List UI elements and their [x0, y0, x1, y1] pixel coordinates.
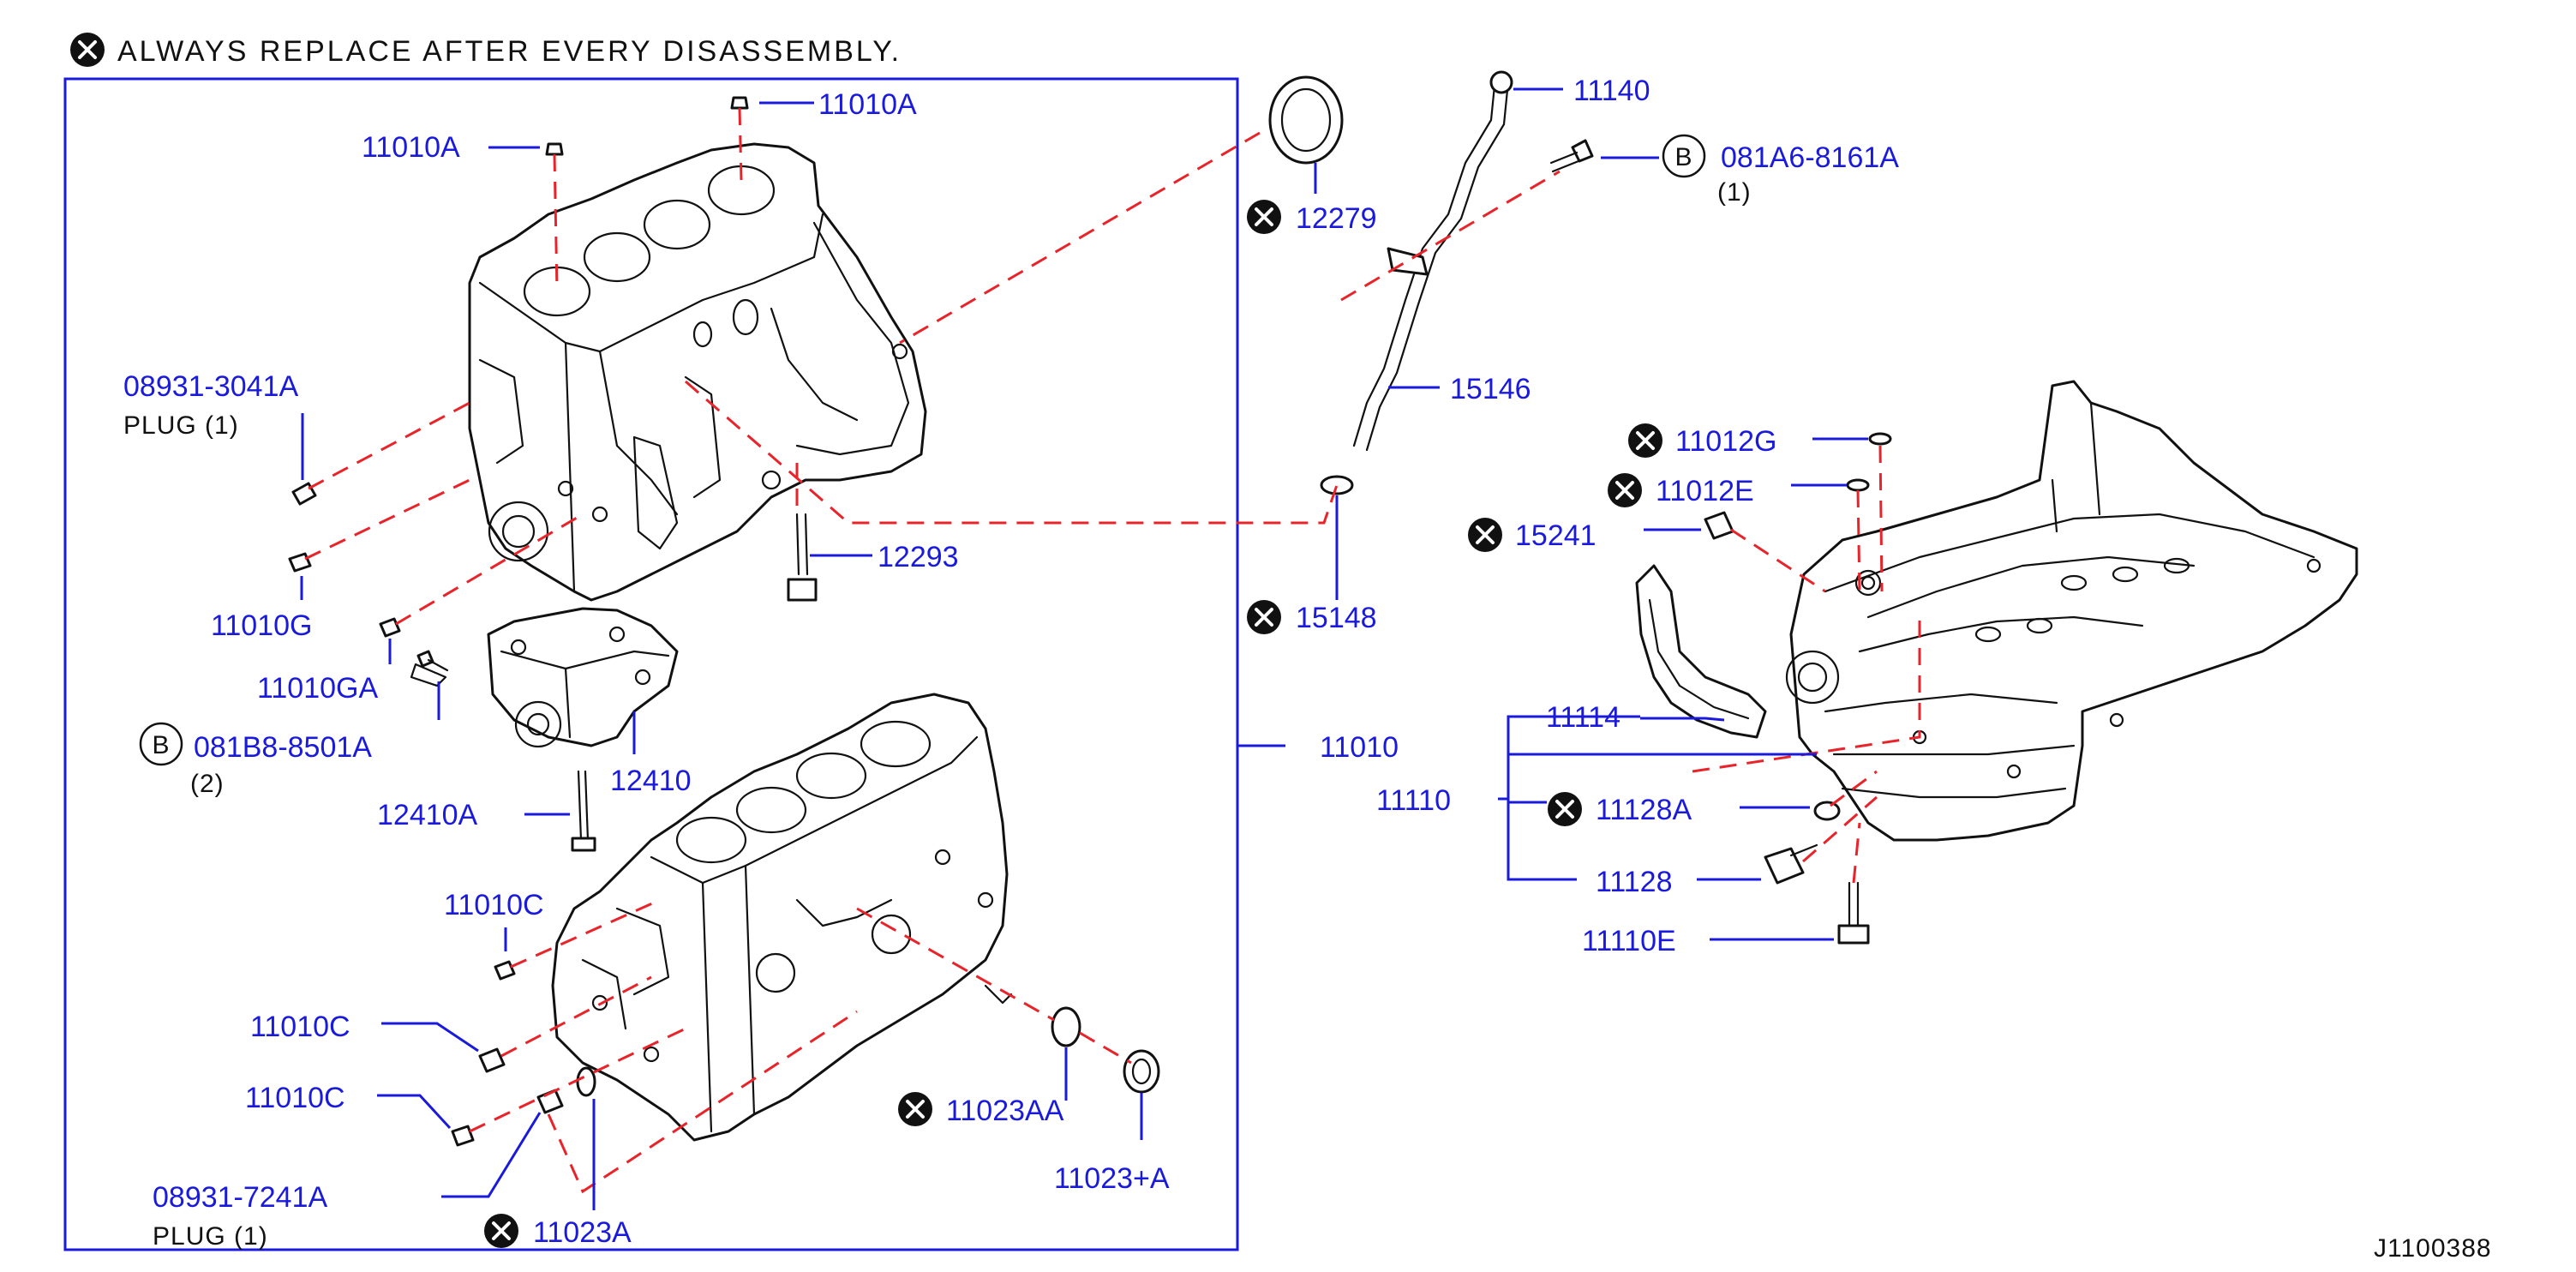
label-qty-2: (2): [190, 770, 225, 798]
x-circle-icon: [1626, 422, 1664, 459]
assembly-lines: [304, 107, 1921, 1194]
label-11010ga: 11010GA: [257, 672, 378, 705]
label-11023a: 11023A: [533, 1216, 632, 1249]
label-08931-3041a: 08931-3041A: [123, 370, 299, 403]
label-11010: 11010: [1320, 731, 1399, 764]
upper-cylinder-block-drawing: [468, 142, 927, 602]
label-11023-plus-a: 11023+A: [1054, 1162, 1170, 1195]
label-11140: 11140: [1573, 75, 1650, 107]
label-11110e: 11110E: [1582, 925, 1676, 957]
label-11012e: 11012E: [1656, 475, 1754, 507]
b-marker-text: B: [152, 731, 170, 759]
label-12279: 12279: [1296, 202, 1377, 235]
x-circle-icon: [1606, 471, 1644, 509]
label-11010a-top: 11010A: [818, 88, 917, 121]
b-marker-text: B: [1674, 143, 1692, 171]
x-circle-icon: [1245, 598, 1283, 636]
b-marker-pump-bolt: B: [139, 722, 183, 766]
label-11128a: 11128A: [1596, 794, 1692, 826]
label-081a6-8161a: 081A6-8161A: [1721, 141, 1899, 174]
label-12410a: 12410A: [377, 799, 478, 831]
x-circle-icon: [69, 31, 106, 69]
bolt-11010a-left-shape: [545, 142, 564, 156]
b-marker-guide-bolt: B: [1662, 134, 1706, 178]
x-circle-icon: [1546, 790, 1584, 828]
bolt-11010a-top-shape: [730, 96, 749, 110]
label-11114: 11114: [1546, 701, 1620, 734]
label-11128: 11128: [1596, 866, 1673, 898]
label-11010c-upper: 11010C: [444, 889, 544, 921]
lower-cylinder-block-drawing: [551, 693, 1013, 1142]
x-circle-icon: [482, 1212, 520, 1250]
label-08931-7241a: 08931-7241A: [153, 1181, 328, 1214]
cylinder-block-group-frame: [63, 77, 1239, 1251]
oil-pan-drawing: [1635, 380, 2358, 842]
x-circle-icon: [1245, 198, 1283, 236]
drawing-id: J1100388: [2374, 1234, 2492, 1263]
oil-pump-drawing: [410, 607, 679, 748]
label-11010c-middle: 11010C: [250, 1011, 350, 1043]
label-11023aa: 11023AA: [946, 1095, 1064, 1127]
label-11110: 11110: [1376, 784, 1451, 817]
label-081b8-8501a: 081B8-8501A: [194, 731, 372, 764]
label-11012g: 11012G: [1675, 425, 1776, 458]
leader-lines: [300, 87, 1868, 1210]
x-circle-icon: [1466, 516, 1504, 554]
replace-note: ALWAYS REPLACE AFTER EVERY DISASSEMBLY.: [69, 31, 902, 69]
label-15241: 15241: [1515, 519, 1597, 552]
label-11010c-lower: 11010C: [245, 1082, 345, 1114]
label-qty-1: (1): [1717, 178, 1752, 207]
replace-note-text: ALWAYS REPLACE AFTER EVERY DISASSEMBLY.: [117, 35, 902, 68]
label-11010g: 11010G: [211, 609, 312, 642]
label-12410: 12410: [610, 765, 692, 797]
x-circle-icon: [896, 1090, 934, 1128]
part-labels: 11010A 11010A 08931-3041A PLUG (1) 11010…: [123, 75, 1899, 1251]
label-15146: 15146: [1450, 373, 1531, 405]
label-12293: 12293: [878, 541, 959, 573]
label-15148: 15148: [1296, 602, 1377, 634]
label-plug-qty-top: PLUG (1): [123, 411, 239, 440]
label-11010a-left: 11010A: [362, 131, 460, 164]
label-plug-qty-bottom: PLUG (1): [153, 1222, 268, 1251]
